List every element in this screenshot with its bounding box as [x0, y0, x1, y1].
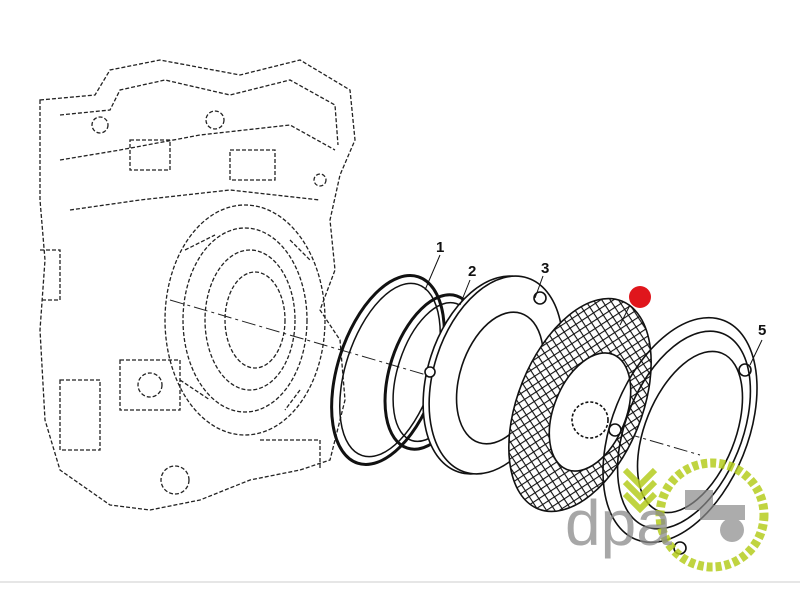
callout-leaders	[424, 254, 763, 366]
gear-ring-icon	[655, 458, 769, 572]
callout-5: 5	[758, 322, 766, 339]
watermark-text: dpa	[565, 487, 672, 559]
wheat-icon	[622, 467, 658, 514]
dpa-logo-watermark: dpa	[565, 458, 769, 572]
part-5-cover	[602, 316, 758, 555]
callout-3: 3	[541, 260, 549, 277]
callout-2: 2	[468, 263, 476, 280]
tractor-icon	[685, 490, 745, 542]
highlight-marker[interactable]	[629, 286, 651, 308]
callout-1: 1	[436, 239, 444, 256]
transmission-housing	[39, 59, 356, 511]
friction-disc	[508, 297, 652, 513]
